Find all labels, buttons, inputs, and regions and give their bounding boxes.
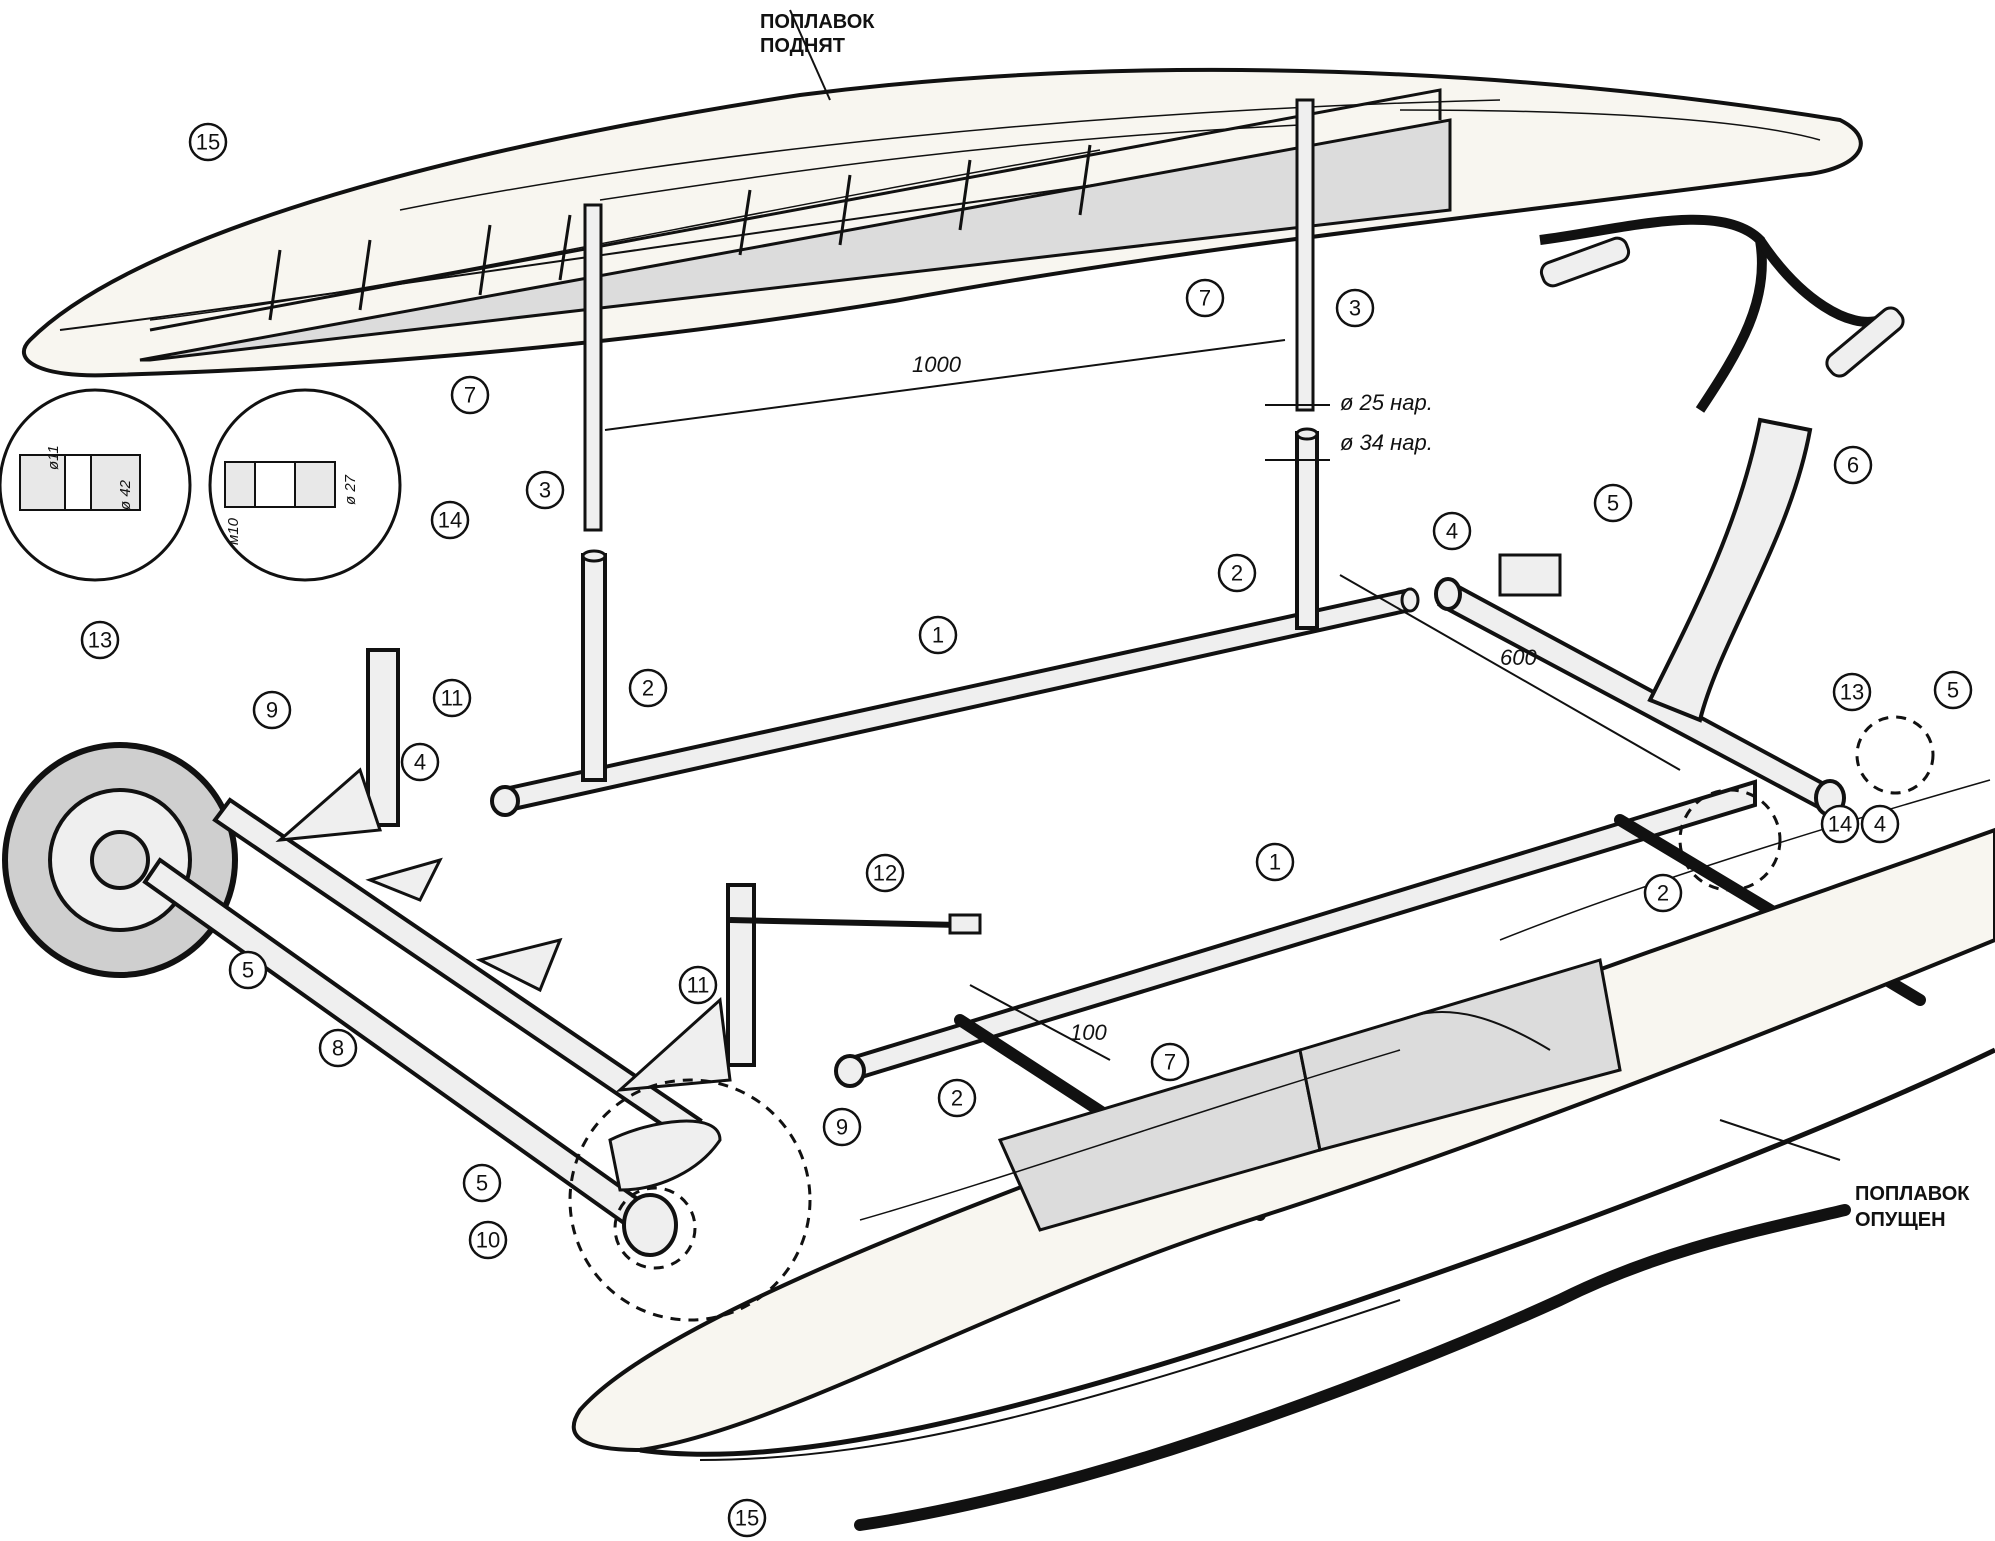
callout-6: 6	[1847, 453, 1859, 478]
float-lowered	[571, 779, 1995, 1531]
detail-13	[0, 388, 192, 582]
callout-5-steer-right: 5	[1947, 678, 1959, 703]
callout-7-left: 7	[464, 383, 476, 408]
callout-14-detail: 14	[438, 508, 462, 533]
callout-1-upper: 1	[932, 623, 944, 648]
callout-2-upper-left: 2	[642, 676, 654, 701]
dimension-d42: ø 42	[117, 479, 134, 510]
callout-4-rear: 4	[414, 750, 426, 775]
dimension-m10: м10	[225, 517, 242, 545]
float-raised	[22, 67, 1863, 378]
callout-3-left: 3	[539, 478, 551, 503]
dimension-d34: ø 34 нар.	[1340, 430, 1433, 455]
callout-14-detail-balloon	[430, 500, 470, 540]
detail-14	[208, 388, 402, 582]
callout-14-steer: 14	[1828, 812, 1852, 837]
dimension-d11: ø11	[45, 445, 62, 470]
callout-2-upper-right: 2	[1231, 561, 1243, 586]
callout-11-upper: 11	[441, 686, 464, 711]
callout-2-lower-right: 2	[1657, 881, 1669, 906]
callout-9-upper: 9	[266, 698, 278, 723]
tube-frame-upper	[490, 427, 1420, 817]
callout-2-lower-left: 2	[951, 1086, 963, 1111]
caption-float-raised-2: ПОДНЯТ	[760, 35, 845, 57]
steering-assembly	[1434, 214, 1905, 817]
caption-float-lowered-2: ОПУЩЕН	[1855, 1209, 1946, 1231]
callout-8: 8	[332, 1036, 344, 1061]
detail-markers	[568, 715, 1935, 1322]
dimension-1000: 1000	[912, 352, 962, 377]
callout-5-rear-upper: 5	[242, 958, 254, 983]
dimension-d27: ø 27	[342, 474, 359, 505]
callout-12: 12	[873, 861, 897, 886]
callout-13-detail: 13	[88, 628, 112, 653]
callout-9-lower: 9	[836, 1115, 848, 1140]
callout-3-right: 3	[1349, 296, 1361, 321]
callout-4-steer-left: 4	[1446, 519, 1458, 544]
callout-15-top: 15	[196, 130, 220, 155]
caption-float-lowered-1: ПОПЛАВОК	[1855, 1183, 1970, 1205]
callout-4-steer-right: 4	[1874, 812, 1886, 837]
callout-1-lower: 1	[1269, 850, 1281, 875]
callout-15-bottom: 15	[735, 1506, 759, 1531]
callouts	[80, 122, 1973, 1538]
dimension-lines	[604, 9, 1841, 1161]
callout-5-steer: 5	[1607, 491, 1619, 516]
caption-float-raised-1: ПОПЛАВОК	[760, 11, 875, 33]
callout-5-rear-lower: 5	[476, 1171, 488, 1196]
callout-10: 10	[476, 1228, 500, 1253]
callout-7-lower: 7	[1164, 1050, 1176, 1075]
callout-7-right: 7	[1199, 286, 1211, 311]
posts-upper	[583, 98, 1315, 532]
dimension-600: 600	[1500, 645, 1537, 670]
dimension-100: 100	[1070, 1020, 1107, 1045]
callout-13-steer: 13	[1840, 680, 1864, 705]
callout-11-lower: 11	[687, 973, 710, 998]
rear-axle-assembly	[2, 648, 982, 1257]
dimension-d25: ø 25 нар.	[1340, 390, 1433, 415]
